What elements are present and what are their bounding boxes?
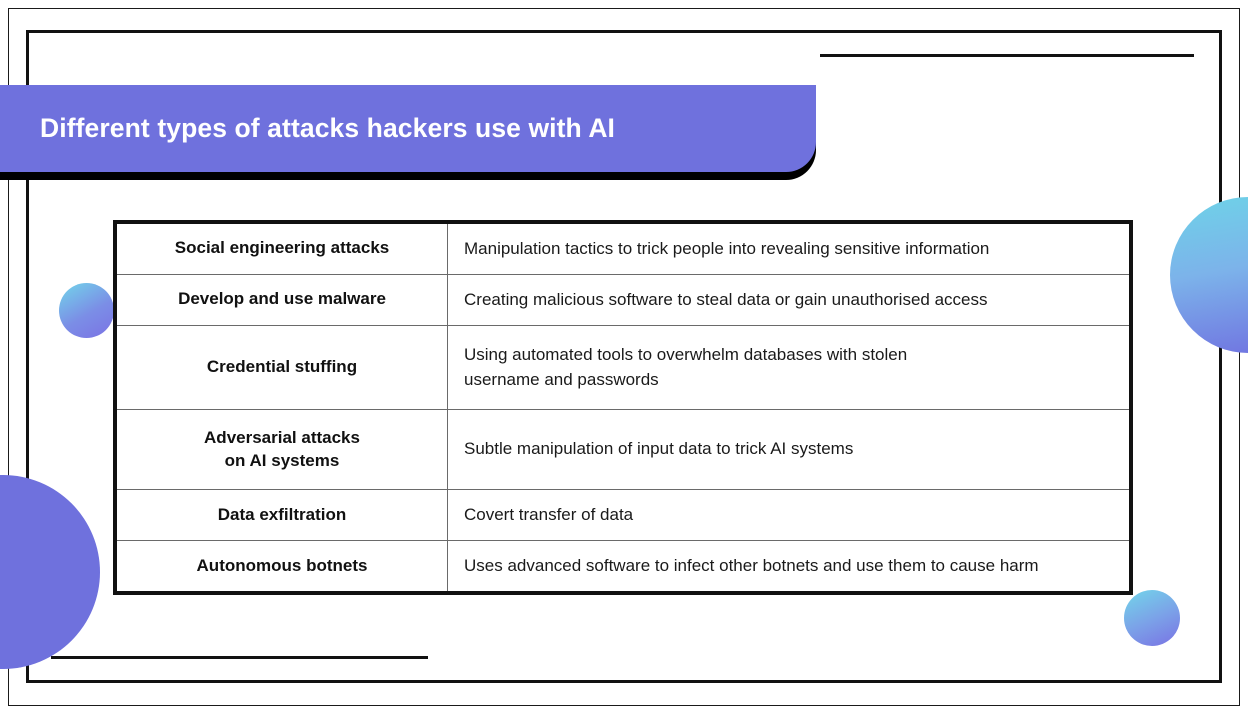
decorative-circle-left-small [59, 283, 114, 338]
attack-description: Creating malicious software to steal dat… [447, 273, 1129, 326]
attack-types-table: Social engineering attacks Manipulation … [113, 220, 1133, 595]
table-body: Social engineering attacks Manipulation … [117, 224, 1129, 591]
description-line: Covert transfer of data [464, 504, 634, 524]
bottom-left-accent-rule [51, 656, 428, 659]
attack-description: Subtle manipulation of input data to tri… [447, 409, 1129, 490]
attack-description: Using automated tools to overwhelm datab… [447, 324, 1129, 410]
attack-term: Social engineering attacks [117, 224, 448, 275]
table-row: Credential stuffing Using automated tool… [117, 324, 1129, 410]
table-row: Adversarial attacks on AI systems Subtle… [117, 409, 1129, 490]
top-right-accent-rule [820, 54, 1194, 57]
decorative-circle-right-small [1124, 590, 1180, 646]
description-line: Creating malicious software to steal dat… [464, 289, 988, 309]
attack-term-line: on AI systems [224, 450, 340, 470]
attack-description: Manipulation tactics to trick people int… [448, 224, 1130, 274]
table-row: Data exfiltration Covert transfer of dat… [117, 489, 1129, 541]
attack-term: Data exfiltration [117, 489, 448, 541]
inner-frame-border [26, 30, 1222, 683]
page-title: Different types of attacks hackers use w… [40, 113, 616, 143]
attack-description: Uses advanced software to infect other b… [447, 540, 1129, 591]
attack-term: Adversarial attacks on AI systems [117, 409, 448, 490]
description-line: Using automated tools to overwhelm datab… [464, 344, 908, 364]
table-row: Develop and use malware Creating malicio… [117, 273, 1129, 326]
description-line: Subtle manipulation of input data to tri… [464, 439, 854, 459]
attack-term: Autonomous botnets [117, 540, 448, 591]
attack-term: Develop and use malware [117, 273, 448, 326]
description-line: username and passwords [464, 369, 659, 389]
attack-term: Credential stuffing [117, 324, 448, 410]
table-row: Social engineering attacks Manipulation … [117, 224, 1130, 275]
outer-frame-border [8, 8, 1240, 706]
attack-term-line: Adversarial attacks [204, 427, 360, 447]
description-line: Manipulation tactics to trick people int… [464, 238, 990, 258]
title-banner: Different types of attacks hackers use w… [0, 85, 816, 172]
attack-description: Covert transfer of data [447, 489, 1129, 541]
description-line: Uses advanced software to infect other b… [464, 555, 1039, 575]
table-row: Autonomous botnets Uses advanced softwar… [117, 540, 1129, 591]
